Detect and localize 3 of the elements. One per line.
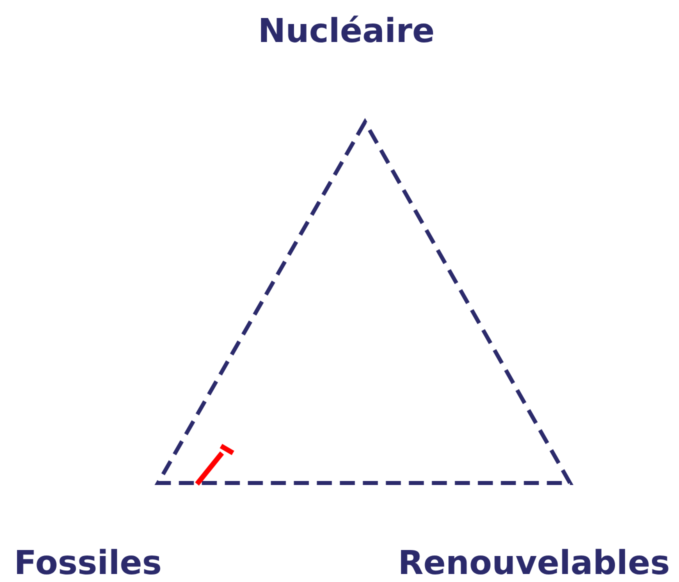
vertex-label: Nucléaire (258, 14, 435, 47)
vertex-label: Renouvelables (398, 546, 670, 579)
vertex-label: Fossiles (14, 546, 162, 579)
